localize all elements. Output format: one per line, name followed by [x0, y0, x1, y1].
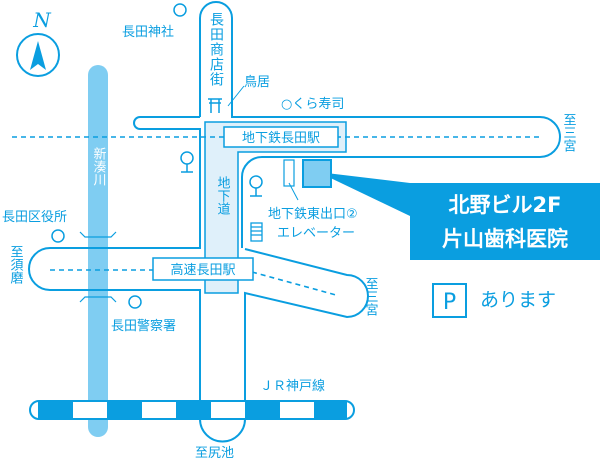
- torii-label: 鳥居: [244, 75, 270, 90]
- rail-segment: [38, 402, 73, 418]
- north-arrow-icon: [30, 41, 46, 70]
- torii-arrow: [227, 85, 245, 107]
- highway-station-label: 高速長田駅: [170, 262, 235, 278]
- direction-sannomiya-top: 至三宮: [561, 113, 577, 152]
- torii-icon: [208, 98, 222, 113]
- elevator-label: エレベーター: [277, 226, 355, 241]
- parking-icon-label: P: [443, 290, 456, 315]
- direction-suma: 至須磨: [8, 245, 24, 285]
- underpass-label: 地下道: [215, 176, 231, 215]
- rail-segment: [107, 402, 142, 418]
- rail-segment: [314, 402, 347, 418]
- clinic-building: [302, 159, 332, 188]
- callout-clinic-name: 片山歯科医院: [442, 227, 568, 251]
- jr-rail-line: [29, 400, 355, 420]
- compass-label: N: [32, 8, 52, 32]
- roads: [28, 1, 561, 443]
- callout-pointer: [318, 172, 410, 216]
- parking-text: あります: [480, 289, 556, 311]
- direction-sannomiya-mid: 至三宮: [363, 277, 379, 316]
- rail-segment: [245, 402, 280, 418]
- landmark-markers: [51, 3, 187, 309]
- direction-shiriike: 至尻池: [195, 446, 234, 461]
- north-compass: N: [16, 8, 60, 77]
- parking-icon: [432, 283, 467, 318]
- police-label: 長田警察署: [111, 318, 176, 334]
- river-label: 新湊川: [91, 146, 107, 186]
- river: [88, 65, 108, 437]
- shopping-street-label: 長田商店街: [208, 12, 224, 87]
- subway-station-label: 地下鉄長田駅: [242, 131, 320, 146]
- kura-sushi-label: ○くら寿司: [281, 97, 344, 112]
- highway-line: [50, 269, 337, 296]
- exit-label: 地下鉄東出口②: [268, 206, 358, 222]
- subway-exit-elevator: [283, 159, 295, 187]
- jr-line-label: ＪＲ神戸線: [260, 378, 325, 394]
- clinic-callout-box: [410, 183, 600, 260]
- exit-arrow: [288, 182, 299, 201]
- nagata-shrine-label: 長田神社: [122, 24, 174, 40]
- callout-building: 北野ビル2F: [449, 193, 562, 217]
- bus-stop-icon: [180, 151, 263, 197]
- rail-segment: [176, 402, 211, 418]
- bridge-marks: [79, 231, 117, 303]
- elevator-icon: [250, 222, 263, 242]
- ward-office-label: 長田区役所: [2, 210, 67, 225]
